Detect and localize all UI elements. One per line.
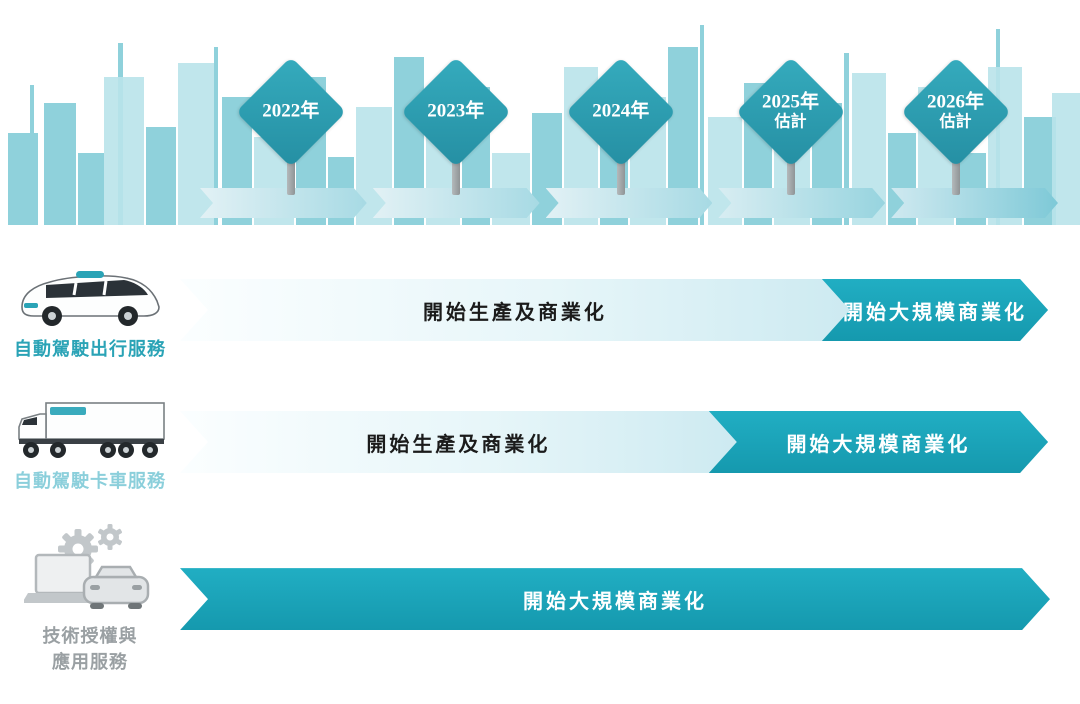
row-truck-service: 自動駕駛卡車服務 開始生產及商業化 開始大規模商業化	[0, 391, 1080, 493]
year-sign-2024: 2024年	[565, 56, 677, 195]
roadmap-bar-tech-licensing: 開始大規模商業化	[180, 568, 1050, 630]
timeline-arrow-segment	[891, 188, 1058, 218]
tech-licensing-icon	[24, 524, 150, 609]
phase-mass-commercialization: 開始大規模商業化	[180, 568, 1050, 630]
row-robotaxi-service: 自動駕駛出行服務 開始生產及商業化 開始大規模商業化	[0, 259, 1080, 361]
timeline-arrow-segment	[200, 188, 367, 218]
phase-production-commercialization: 開始生產及商業化	[180, 411, 737, 473]
timeline-arrow-segment	[546, 188, 713, 218]
truck-icon	[18, 402, 165, 458]
timeline-arrow-segment	[718, 188, 885, 218]
service-label-robotaxi: 自動駕駛出行服務	[14, 339, 166, 359]
timeline-header: 2022年 2023年 2024年 2025年 估計	[0, 0, 1080, 235]
year-sublabel: 估計	[774, 113, 808, 131]
year-label: 2024年	[592, 101, 650, 123]
year-diamond: 2022年	[235, 56, 347, 168]
year-sign-2022: 2022年	[235, 56, 347, 195]
year-sign-2026: 2026年 估計	[900, 56, 1012, 195]
year-diamond: 2024年	[565, 56, 677, 168]
year-sign-2025: 2025年 估計	[735, 56, 847, 195]
service-label-line: 應用服務	[52, 652, 128, 673]
phase-label: 開始大規模商業化	[842, 301, 1027, 324]
year-label: 2025年	[762, 91, 820, 113]
timeline-band	[200, 188, 1058, 218]
roadmap-bar-truck: 開始生產及商業化 開始大規模商業化	[180, 411, 1050, 473]
year-diamond: 2025年 估計	[735, 56, 847, 168]
year-sign-2023: 2023年	[400, 56, 512, 195]
year-diamond: 2026年 估計	[900, 56, 1012, 168]
phase-mass-commercialization: 開始大規模商業化	[822, 279, 1048, 341]
phase-label: 開始生產及商業化	[366, 433, 551, 456]
year-label: 2022年	[262, 101, 320, 123]
service-label-line: 技術授權與	[42, 626, 138, 646]
service-label-truck: 自動駕駛卡車服務	[14, 471, 166, 491]
roadmap-rows: 自動駕駛出行服務 開始生產及商業化 開始大規模商業化	[0, 235, 1080, 675]
year-diamond: 2023年	[400, 56, 512, 168]
phase-production-commercialization: 開始生產及商業化	[180, 279, 850, 341]
year-label: 2023年	[427, 101, 485, 123]
phase-label: 開始大規模商業化	[523, 590, 707, 613]
phase-label: 開始生產及商業化	[422, 301, 607, 324]
year-sublabel: 估計	[939, 113, 973, 131]
row-tech-licensing-service: 技術授權與 應用服務 開始大規模商業化	[0, 523, 1080, 675]
phase-label: 開始大規模商業化	[786, 433, 971, 456]
roadmap-bar-robotaxi: 開始生產及商業化 開始大規模商業化	[180, 279, 1050, 341]
service-label-tech-licensing: 技術授權與 應用服務	[43, 623, 138, 675]
robotaxi-icon	[21, 271, 160, 326]
year-label: 2026年	[927, 91, 985, 113]
phase-mass-commercialization: 開始大規模商業化	[709, 411, 1048, 473]
